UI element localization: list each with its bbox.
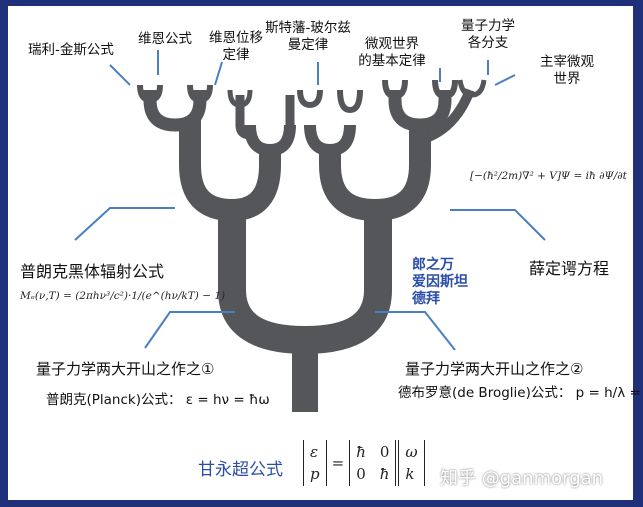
callout-root-right — [375, 311, 456, 351]
callout-rayleigh — [109, 64, 131, 86]
callout-schrodinger — [450, 209, 546, 241]
callout-dominant — [494, 74, 516, 86]
matrix-lhs: ε p — [303, 440, 327, 486]
label-wien-displacement: 维恩位移 定律 — [206, 30, 266, 64]
matrix-rhs-row1: k — [405, 465, 415, 483]
planck-blackbody-formula: Mₑ(ν,T) = (2πhν³/c²)·1/(e^(hν/kT) − 1) — [20, 290, 226, 302]
matrix-mid-cell: ħ — [356, 443, 366, 461]
label-wien-displacement-line1: 维恩位移 — [209, 30, 263, 46]
callout-planck — [74, 207, 175, 241]
schrodinger-label: 薛定谔方程 — [529, 259, 610, 278]
callout-wien-displacement — [214, 61, 223, 86]
label-stefan-boltzmann: 斯特藩-玻尔兹 曼定律 — [258, 20, 358, 54]
gan-matrix-equation: ε p = ħ 0 0 ħ ω k — [303, 440, 425, 486]
matrix-lhs-row1: p — [310, 465, 320, 483]
contributor-debye: 德拜 — [412, 291, 440, 307]
callout-root-left — [144, 311, 235, 349]
label-wien: 维恩公式 — [138, 31, 192, 47]
matrix-rhs: ω k — [398, 440, 425, 486]
root-right-formula: 德布罗意(de Broglie)公式： p = h/λ = ħk — [398, 385, 643, 401]
label-qm-line1: 量子力学 — [461, 18, 515, 34]
schrodinger-formula: [−(ħ²/2m)∇² + V]Ψ = iħ ∂Ψ/∂t — [470, 170, 627, 182]
matrix-mid-cell: 0 — [379, 443, 390, 461]
equals-sign: = — [331, 454, 345, 472]
label-wien-displacement-line2: 定律 — [222, 47, 250, 63]
label-dominant-line2: 世界 — [553, 71, 581, 87]
slide-panel — [8, 6, 633, 500]
label-stefan-line2: 曼定律 — [287, 37, 329, 53]
matrix-mid-row0: ħ 0 — [356, 441, 389, 463]
main-u — [218, 202, 392, 354]
matrix-mid-cell: ħ — [379, 465, 390, 483]
planck-blackbody-label: 普朗克黑体辐射公式 — [20, 262, 165, 281]
matrix-mid: ħ 0 0 ħ — [349, 440, 397, 486]
label-rayleigh-jeans: 瑞利-金斯公式 — [28, 42, 114, 58]
contributors: 郎之万 爱因斯坦 德拜 — [412, 257, 468, 308]
matrix-rhs-row0: ω — [405, 443, 418, 461]
matrix-mid-cell: 0 — [356, 465, 366, 483]
label-qm-branches: 量子力学 各分支 — [452, 18, 524, 52]
root-right-title: 量子力学两大开山之作之② — [405, 360, 584, 378]
label-micro-line1: 微观世界 — [365, 36, 419, 52]
root-left-formula: 普朗克(Planck)公式： ε = hν = ħω — [46, 392, 270, 408]
label-qm-line2: 各分支 — [467, 35, 509, 51]
rl-u — [304, 124, 356, 156]
label-micro-line2: 的基本定律 — [358, 53, 426, 69]
root-left-title: 量子力学两大开山之作之① — [36, 360, 215, 378]
label-stefan-line1: 斯特藩-玻尔兹 — [265, 20, 351, 36]
watermark: 知乎 @ganmorgan — [440, 468, 604, 489]
callout-lines — [74, 50, 546, 351]
left-sub-u — [179, 120, 281, 221]
gan-formula-title: 甘永超公式 — [198, 460, 283, 480]
rr-u — [388, 90, 452, 132]
right-sub-u — [319, 120, 431, 221]
label-dominant-micro: 主宰微观 世界 — [534, 54, 600, 88]
tree-branches — [137, 79, 487, 412]
matrix-lhs-row0: ε — [310, 443, 319, 461]
contributor-langevin: 郎之万 — [412, 257, 454, 273]
lr-u — [244, 124, 296, 156]
label-dominant-line1: 主宰微观 — [540, 54, 594, 70]
matrix-mid-row1: 0 ħ — [356, 463, 389, 485]
contributor-einstein: 爱因斯坦 — [412, 274, 468, 290]
label-micro-laws: 微观世界 的基本定律 — [352, 36, 432, 70]
